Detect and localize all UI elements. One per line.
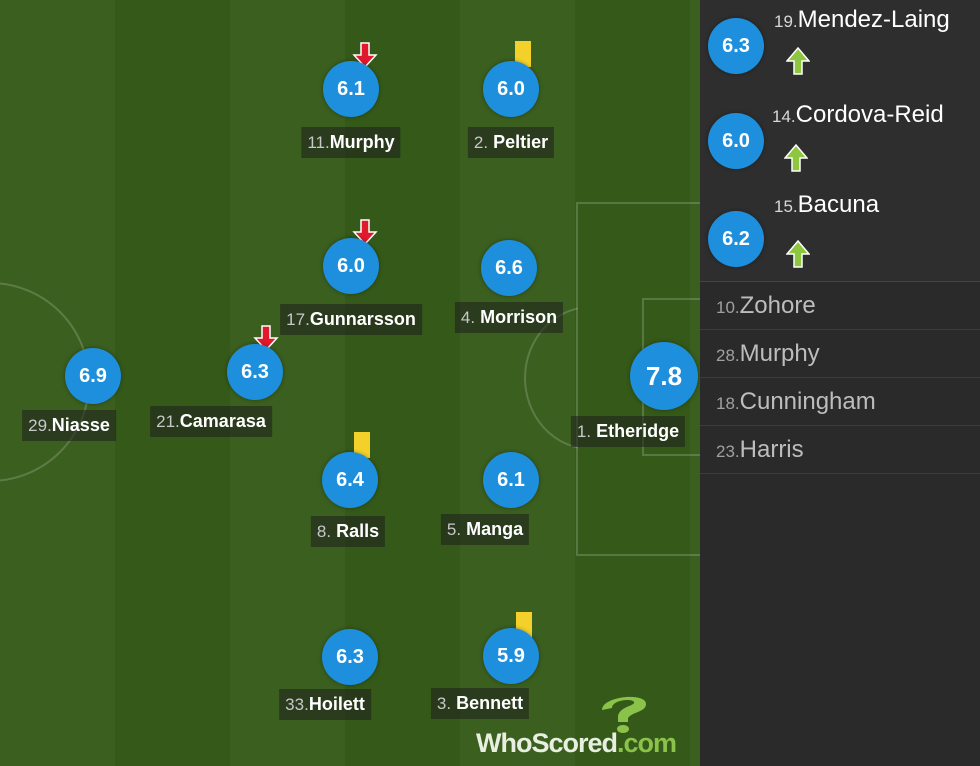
yellow-card-icon: [515, 41, 531, 67]
player-rating: 5.9: [483, 628, 539, 684]
player-name-label: 4. Morrison: [454, 302, 564, 333]
bench-player-name: 23.Harris: [716, 436, 804, 463]
player-rating: 6.0: [708, 113, 764, 169]
bench-player-row[interactable]: 18.Cunningham: [700, 378, 980, 426]
sub-player-name: 14.Cordova-Reid: [772, 101, 944, 128]
bench-player-name: 18.Cunningham: [716, 388, 876, 415]
sub-player-name: 19.Mendez-Laing: [774, 6, 950, 33]
bench-player-row[interactable]: 10.Zohore: [700, 282, 980, 330]
sub-on-arrow-icon: [786, 46, 810, 75]
player-rating: 6.6: [481, 240, 537, 296]
player-rating: 6.1: [483, 452, 539, 508]
sub-off-arrow-icon: [352, 42, 378, 69]
bench-player-name: 28.Murphy: [716, 340, 820, 367]
player-rating: 6.1: [323, 61, 379, 117]
player-rating: 6.3: [227, 344, 283, 400]
player-name-label: 17.Gunnarsson: [280, 304, 422, 335]
player-name-label: 1. Etheridge: [570, 416, 686, 447]
player-rating: 6.3: [708, 18, 764, 74]
player-name-label: 3. Bennett: [430, 688, 530, 719]
player-name-label: 11.Murphy: [301, 127, 401, 158]
bench-player-row[interactable]: 23.Harris: [700, 426, 980, 474]
sub-off-arrow-icon: [352, 219, 378, 246]
player-name-label: 29.Niasse: [22, 410, 116, 441]
logo-suffix-text: .com: [617, 728, 677, 758]
question-mark-logo-icon: [602, 696, 646, 733]
player-name-label: 33.Hoilett: [279, 689, 371, 720]
player-rating: 6.4: [322, 452, 378, 508]
sub-on-arrow-icon: [784, 143, 808, 172]
sub-player-name: 15.Bacuna: [774, 191, 880, 218]
sub-used-row[interactable]: 6.3 19.Mendez-Laing: [700, 0, 980, 97]
player-rating: 6.9: [65, 348, 121, 404]
pitch: 6.1 11.Murphy 6.0 2. Peltier 6.0 17.Gunn…: [0, 0, 700, 766]
bench-player-row[interactable]: 28.Murphy: [700, 330, 980, 378]
player-rating: 6.3: [322, 629, 378, 685]
player-rating: 7.8: [630, 342, 698, 410]
substitutes-panel: 6.3 19.Mendez-Laing 6.0 14.Cordova-Reid …: [700, 0, 980, 766]
player-name-label: 5. Manga: [440, 514, 530, 545]
player-rating: 6.0: [483, 61, 539, 117]
bench-player-name: 10.Zohore: [716, 292, 816, 319]
sub-used-row[interactable]: 6.0 14.Cordova-Reid: [700, 89, 980, 186]
sub-used-row[interactable]: 6.2 15.Bacuna: [700, 185, 980, 282]
whoscored-logo: WhoScored.com: [476, 690, 696, 766]
player-name-label: 2. Peltier: [467, 127, 555, 158]
player-rating: 6.2: [708, 211, 764, 267]
player-rating: 6.0: [323, 238, 379, 294]
sub-on-arrow-icon: [786, 239, 810, 268]
yellow-card-icon: [354, 432, 370, 458]
player-name-label: 21.Camarasa: [150, 406, 272, 437]
logo-brand-text: WhoScored: [476, 728, 618, 758]
player-name-label: 8. Ralls: [310, 516, 386, 547]
